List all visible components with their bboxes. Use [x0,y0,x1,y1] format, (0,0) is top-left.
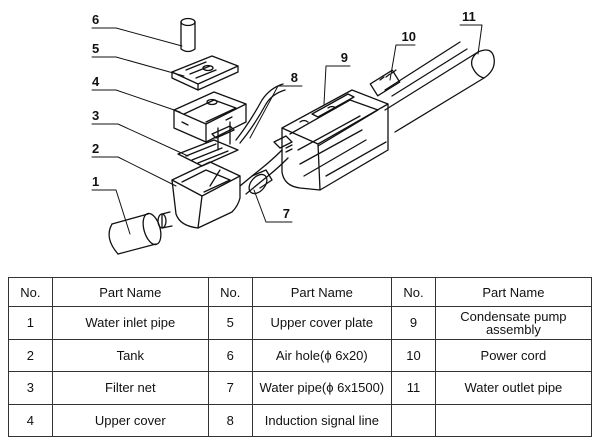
cell-no [391,403,436,437]
cell-part-name: Water outlet pipe [434,371,593,405]
power-cord-drawing [369,41,468,97]
cell-part-name: Water inlet pipe [51,306,209,340]
cell-no: 5 [207,306,253,340]
upper-cover-plate-drawing [171,55,239,91]
cell-part-name: Air hole(ϕ 6x20) [251,338,393,372]
cell-part-name: Power cord [434,338,593,372]
cell-no: 10 [391,338,436,372]
cell-part-name: Filter net [51,371,209,405]
cell-no: 11 [391,371,436,405]
callout-9: 9 [341,50,348,65]
cell-part-name: Tank [51,338,209,372]
cell-no: 1 [8,306,53,340]
table-header-row: No. Part Name No. Part Name No. Part Nam… [8,277,593,307]
cell-part-name: Condensate pump assembly [434,306,593,340]
table-row: 2 Tank 6 Air hole(ϕ 6x20) 10 Power cord [8,338,593,372]
pump-assembly-drawing [273,89,389,191]
header-no: No. [207,277,253,307]
callout-1: 1 [92,174,99,189]
cell-no: 3 [8,371,53,405]
table-row: 3 Filter net 7 Water pipe(ϕ 6x1500) 11 W… [8,371,593,405]
exploded-parts-diagram: 6 5 4 3 2 1 7 8 9 10 11 [91,9,495,255]
cell-no: 4 [8,403,53,437]
cell-part-name [434,403,593,437]
callout-10: 10 [402,29,416,44]
cell-no: 2 [8,338,53,372]
cell-no: 9 [391,306,436,340]
water-pipe-drawing [239,149,289,195]
water-inlet-pipe-drawing [108,211,173,255]
cell-part-name: Upper cover plate [251,306,393,340]
callout-5: 5 [92,41,99,56]
cell-part-name: Induction signal line [251,403,393,437]
table-row: 1 Water inlet pipe 5 Upper cover plate 9… [8,306,593,340]
callout-4: 4 [92,74,100,89]
callout-8: 8 [291,70,298,85]
filter-net-drawing [177,139,239,167]
cell-no: 6 [207,338,253,372]
cell-part-name: Upper cover [51,403,209,437]
cell-part-name: Water pipe(ϕ 6x1500) [251,371,393,405]
parts-table: No. Part Name No. Part Name No. Part Nam… [8,277,593,437]
header-part-name: Part Name [51,277,209,307]
callout-6: 6 [92,12,99,27]
cell-no: 8 [207,403,253,437]
header-part-name: Part Name [251,277,393,307]
header-no: No. [8,277,53,307]
header-no: No. [391,277,436,307]
water-outlet-pipe-drawing [384,49,495,133]
callout-labels: 6 5 4 3 2 1 7 8 9 10 11 [92,9,476,221]
air-hole-drawing [180,17,196,53]
callout-11: 11 [462,9,476,24]
callout-7: 7 [283,206,290,221]
induction-signal-line-drawing [235,83,286,144]
upper-cover-drawing [173,91,247,151]
tank-drawing [171,161,241,229]
header-part-name: Part Name [434,277,593,307]
leader-lines [91,24,483,235]
table-row: 4 Upper cover 8 Induction signal line [8,403,593,437]
cell-no: 7 [207,371,253,405]
callout-3: 3 [92,108,99,123]
callout-2: 2 [92,141,99,156]
